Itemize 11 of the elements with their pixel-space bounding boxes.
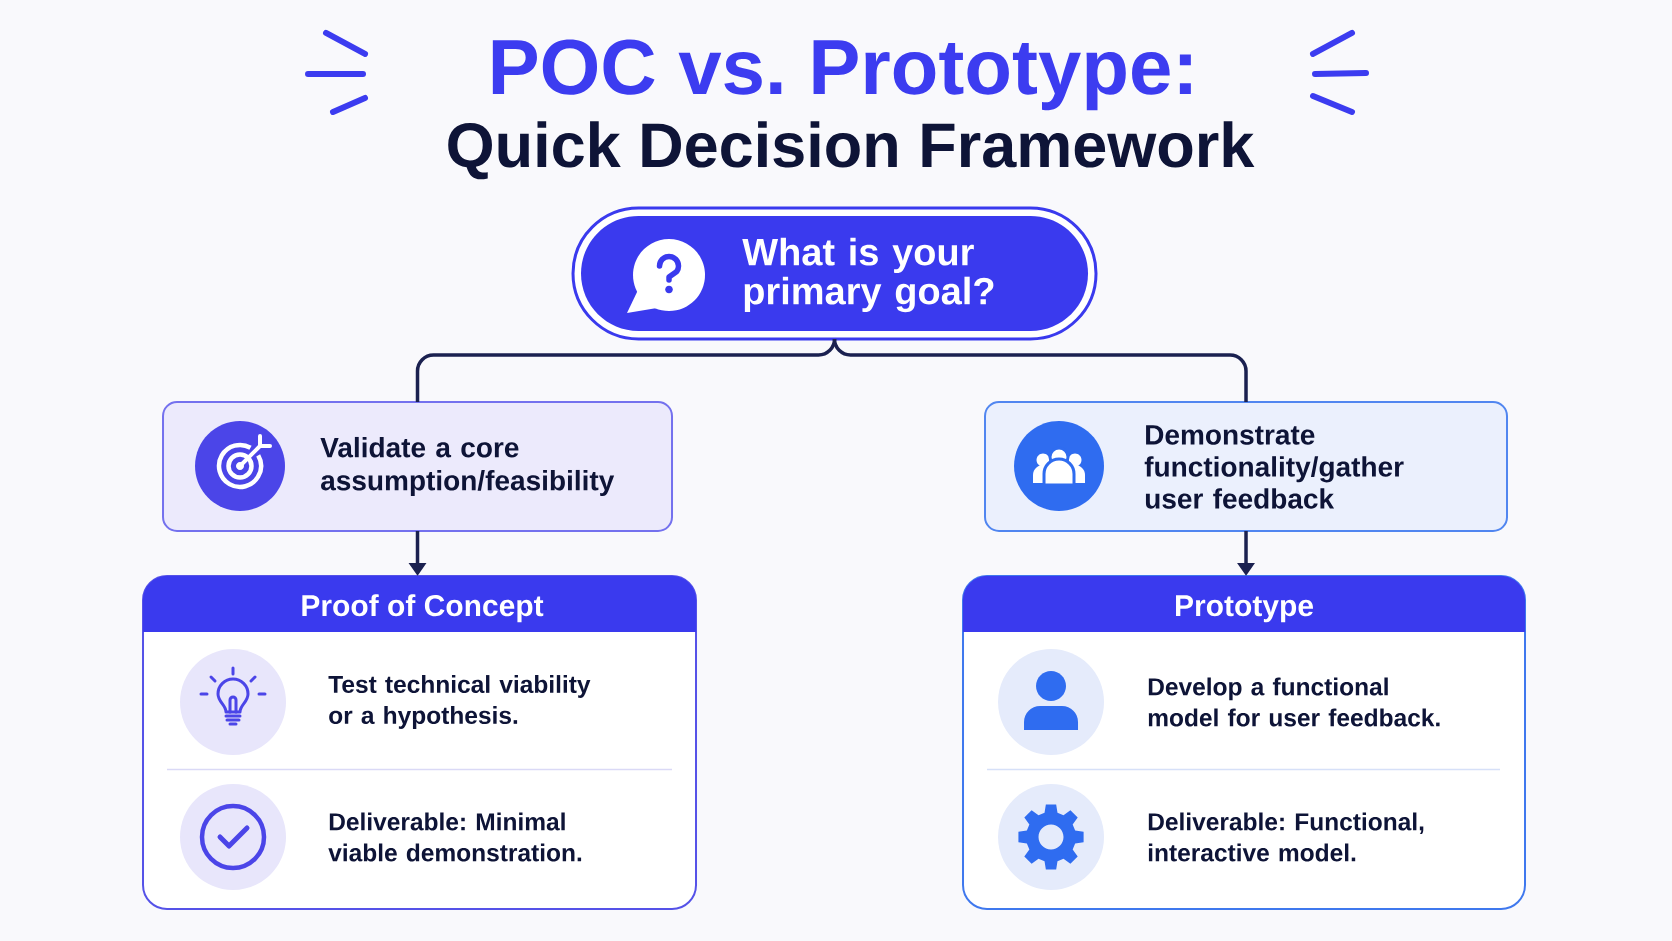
description-text: Develop a functional model for user feedback.: [1148, 677, 1440, 727]
description-text: Test technical viability or a hypothesis.: [328, 675, 591, 729]
option-box: Validate a core assumption/feasibility: [162, 401, 673, 532]
connector-line: [415, 338, 837, 402]
option-box: Demonstrate functionality/gather user feedback: [984, 401, 1508, 532]
description-text: Deliverable: Functional, interactive model.: [1148, 812, 1424, 862]
connector-line: [832, 338, 1248, 402]
card-header: Prototype: [963, 576, 1525, 632]
description-text: Deliverable: Minimal viable demonstration.: [328, 812, 582, 862]
card-header: Proof of Concept: [143, 576, 696, 632]
title: POC vs. Prototype:: [492, 39, 1191, 111]
